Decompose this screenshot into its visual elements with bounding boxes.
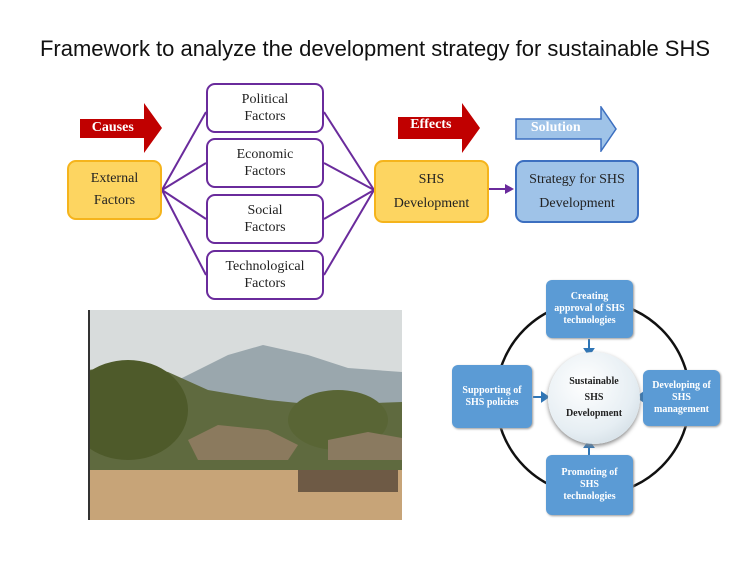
slide-title: Framework to analyze the development str… <box>39 36 711 61</box>
effects-arrow: Effects <box>398 103 480 153</box>
supporting-policies-box: Supporting of SHS policies <box>452 365 532 428</box>
causes-arrow: Causes <box>80 103 162 153</box>
connector-line <box>323 189 375 276</box>
political-factors-box: Political Factors <box>206 83 324 133</box>
solution-label: Solution <box>530 120 581 135</box>
connector-line <box>161 189 207 276</box>
connector-line <box>323 189 375 220</box>
effects-label: Effects <box>410 117 452 132</box>
strategy-box: Strategy for SHS Development <box>515 160 639 223</box>
causes-label: Causes <box>91 120 134 135</box>
sustainable-shs-hub: Sustainable SHS Development <box>548 352 640 444</box>
shs-development-box: SHS Development <box>374 160 489 223</box>
arrow-head <box>505 184 514 194</box>
connector-line <box>323 162 375 191</box>
economic-factors-box: Economic Factors <box>206 138 324 188</box>
technological-factors-box: Technological Factors <box>206 250 324 300</box>
creating-approval-box: Creating approval of SHS technologies <box>546 280 633 338</box>
connector-line <box>161 162 207 191</box>
solution-arrow: Solution <box>515 106 617 152</box>
connector-line <box>161 189 207 220</box>
social-factors-box: Social Factors <box>206 194 324 244</box>
village-photo <box>88 310 402 520</box>
external-factors-box: External Factors <box>67 160 162 220</box>
connector-line <box>323 111 375 191</box>
developing-management-box: Developing of SHS management <box>643 370 720 426</box>
connector-line <box>161 111 207 191</box>
promoting-technologies-box: Promoting of SHS technologies <box>546 455 633 515</box>
